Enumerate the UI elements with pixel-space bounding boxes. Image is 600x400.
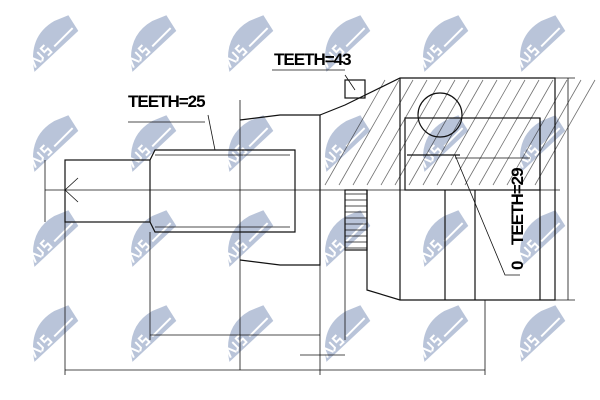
section-hatch	[436, 79, 498, 186]
cv-joint-outline	[44, 69, 596, 375]
teeth-25-label: TEETH=25	[128, 92, 205, 111]
ajs-parts-watermark	[419, 305, 469, 362]
teeth-43-label: TEETH=43	[274, 50, 351, 69]
section-hatch	[394, 79, 456, 186]
ajs-parts-watermark	[321, 210, 371, 267]
ajs-parts-watermark	[321, 15, 371, 72]
teeth-29-label: TEETH=29	[508, 168, 527, 245]
ajs-parts-watermark	[29, 115, 79, 172]
watermark-layer	[29, 15, 566, 362]
ajs-parts-watermark	[224, 115, 274, 172]
section-hatch	[450, 79, 512, 186]
ajs-parts-watermark	[419, 15, 469, 72]
section-hatch	[422, 79, 484, 186]
ajs-parts-watermark	[29, 305, 79, 362]
section-hatch	[352, 79, 414, 186]
ajs-parts-watermark	[321, 115, 371, 172]
ajs-parts-watermark	[127, 210, 177, 267]
section-hatch	[408, 79, 470, 186]
ajs-parts-watermark	[516, 15, 566, 72]
section-hatch	[366, 79, 428, 186]
ajs-parts-watermark	[516, 210, 566, 267]
ajs-parts-watermark	[224, 305, 274, 362]
seal-mark-label: 0	[508, 261, 527, 270]
ajs-parts-watermark	[127, 15, 177, 72]
ajs-parts-watermark	[224, 15, 274, 72]
section-hatch	[520, 79, 582, 186]
section-hatch	[534, 79, 596, 186]
ajs-parts-watermark	[127, 115, 177, 172]
ajs-parts-watermark	[419, 210, 469, 267]
section-hatch	[464, 79, 526, 186]
section-hatch	[506, 79, 568, 186]
ajs-parts-watermark	[224, 210, 274, 267]
section-hatch	[380, 79, 442, 186]
section-hatch	[324, 79, 386, 186]
ajs-parts-watermark	[321, 305, 371, 362]
section-hatch	[478, 79, 540, 186]
ajs-parts-watermark	[516, 305, 566, 362]
ajs-parts-watermark	[29, 15, 79, 72]
ajs-parts-watermark	[29, 210, 79, 267]
section-hatch	[492, 79, 554, 186]
section-hatch	[338, 79, 400, 186]
ajs-parts-watermark	[127, 305, 177, 362]
